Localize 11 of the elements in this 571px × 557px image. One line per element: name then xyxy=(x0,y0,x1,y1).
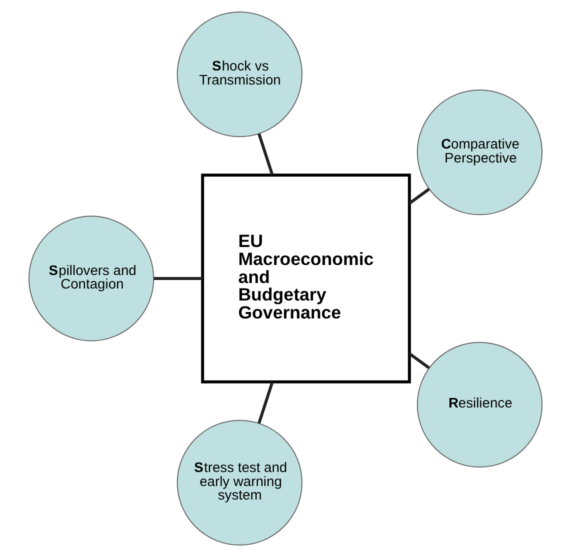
node-circle: Shock vs Transmission xyxy=(176,11,302,138)
connector xyxy=(154,277,202,280)
node-circle: Spillovers and Contagion xyxy=(28,216,154,342)
connector xyxy=(258,133,274,176)
node-circle: Resilience xyxy=(416,342,543,468)
connector xyxy=(258,382,274,424)
node-circle: Stress test and early warning system xyxy=(176,420,302,546)
connector xyxy=(408,188,430,204)
node-box: EU Macroeconomic and Budgetary Governance xyxy=(201,174,411,384)
connector xyxy=(408,352,430,370)
node-circle: Comparative Perspective xyxy=(416,89,543,216)
